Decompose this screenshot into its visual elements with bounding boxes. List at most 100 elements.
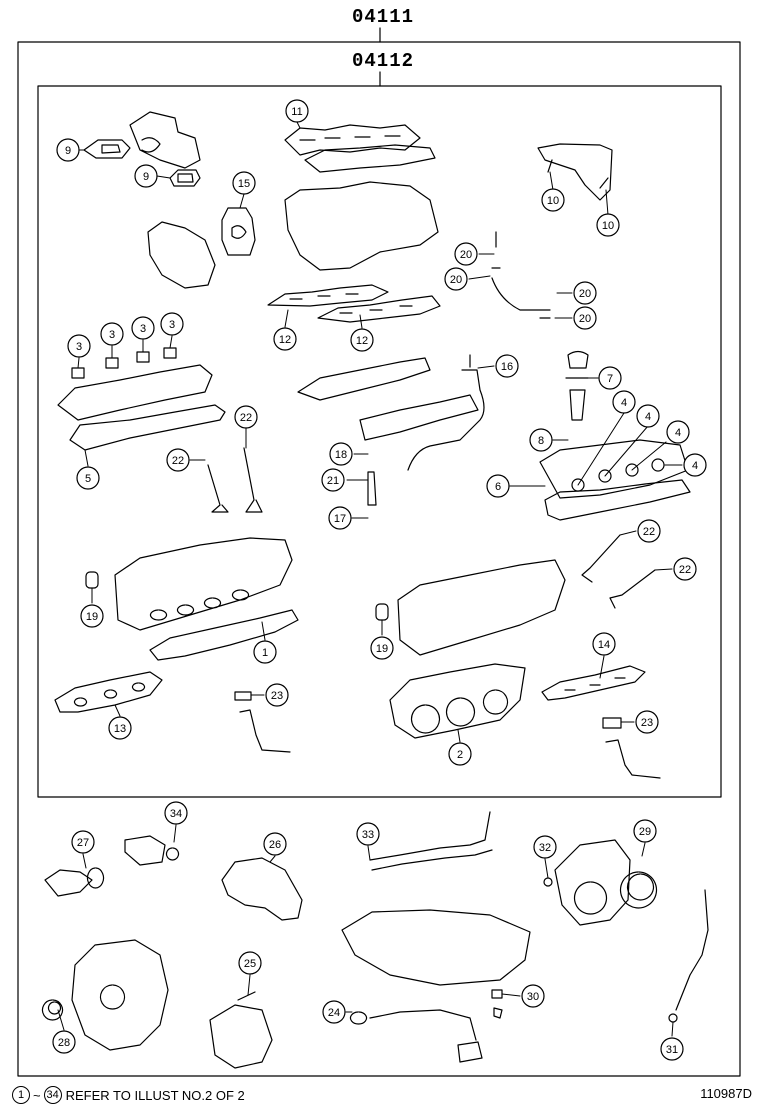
gasket-1	[149, 609, 299, 661]
callout-4-c4b: 4	[636, 404, 660, 428]
kit-number-inner: 04112	[352, 50, 415, 72]
footer-range-end: 34	[43, 1086, 62, 1104]
leader-22d	[654, 568, 673, 571]
leader-4a	[577, 412, 625, 486]
part-32	[543, 877, 553, 887]
callout-circle	[350, 328, 374, 352]
callout-number: 21	[327, 475, 339, 487]
callout-circle	[529, 428, 553, 452]
leader-4c	[631, 441, 667, 471]
callout-circle	[56, 138, 80, 162]
callout-circle	[134, 164, 158, 188]
leader-12b	[359, 314, 363, 329]
callout-14-c14: 14	[592, 632, 616, 656]
callout-number: 25	[244, 958, 256, 970]
leader-13	[114, 704, 121, 717]
callout-3-c3b: 3	[100, 322, 124, 346]
callout-number: 22	[643, 526, 655, 538]
callout-circle	[673, 557, 697, 581]
callout-number: 22	[679, 564, 691, 576]
leader-3a	[77, 357, 80, 369]
callout-number: 6	[495, 481, 501, 493]
oil-pan-sketch	[341, 909, 531, 986]
oring-31	[668, 1013, 678, 1023]
part-sketches	[41, 111, 709, 1069]
callout-number: 10	[602, 220, 614, 232]
callout-number: 27	[77, 837, 89, 849]
leader-1	[261, 621, 266, 641]
callout-circle	[370, 636, 394, 660]
leader-31	[671, 1021, 674, 1037]
callout-number: 17	[334, 513, 346, 525]
valve-22-d	[609, 569, 656, 609]
seal-3-b	[105, 357, 119, 369]
leader-26	[269, 855, 276, 863]
callout-number: 23	[271, 690, 283, 702]
callout-circle	[76, 466, 100, 490]
callout-number: 29	[639, 826, 651, 838]
callout-6-c6: 6	[486, 474, 510, 498]
strainer-24	[349, 1009, 483, 1063]
leader-11	[296, 121, 301, 129]
callout-12-c12b: 12	[350, 328, 374, 352]
callout-18-c18: 18	[329, 442, 353, 466]
leader-16	[477, 365, 495, 369]
footer-range-sep: ~	[33, 1087, 41, 1103]
valve-22-a	[207, 464, 229, 513]
callout-4-c4d: 4	[683, 453, 707, 477]
callout-circle	[598, 366, 622, 390]
callout-24-c24: 24	[322, 1000, 346, 1024]
cylinder-head-left	[114, 537, 293, 631]
gasket-5	[69, 404, 226, 451]
callout-number: 9	[65, 145, 71, 157]
callout-number: 9	[143, 171, 149, 183]
seal-19-left	[85, 571, 99, 589]
pipe-33	[369, 811, 493, 871]
callout-27-c27: 27	[71, 830, 95, 854]
callout-10-c10a: 10	[541, 188, 565, 212]
callout-number: 4	[621, 397, 627, 409]
callout-circle	[573, 281, 597, 305]
callout-circle	[321, 468, 345, 492]
callout-number: 28	[58, 1037, 70, 1049]
callout-2-c2: 2	[448, 742, 472, 766]
callout-circle	[454, 242, 478, 266]
valve-cover-right	[539, 439, 689, 499]
leader-34	[173, 824, 177, 843]
callout-circle	[635, 710, 659, 734]
callout-number: 3	[140, 323, 146, 335]
cylinder-head-right	[397, 559, 566, 656]
timing-cover-sketch	[71, 939, 169, 1051]
callout-circle	[67, 334, 91, 358]
callout-circle	[660, 1037, 684, 1061]
callout-3-c3d: 3	[160, 312, 184, 336]
leader-15	[239, 193, 245, 209]
gasket-9-upper	[83, 139, 131, 159]
valve-22-c	[581, 534, 621, 583]
leader-28	[57, 1009, 65, 1031]
callout-circle	[573, 306, 597, 330]
part-21-sketch	[367, 471, 377, 506]
gasket-9-lower	[169, 169, 201, 187]
manifold-sketch-left	[147, 221, 216, 289]
callout-circle	[636, 404, 660, 428]
callout-circle	[164, 801, 188, 825]
leader-2	[457, 729, 461, 743]
callout-number: 19	[86, 611, 98, 623]
callout-circle	[328, 506, 352, 530]
gasket-12-right	[317, 295, 441, 323]
gasket-13	[54, 671, 163, 713]
callout-23-c23a: 23	[265, 683, 289, 707]
callout-circle	[52, 1030, 76, 1054]
leader-5	[84, 449, 89, 467]
callout-30-c30: 30	[521, 984, 545, 1008]
part-30-sketch	[491, 989, 503, 1019]
callout-circle	[356, 822, 380, 846]
callout-number: 3	[169, 319, 175, 331]
callout-19-c19a: 19	[80, 604, 104, 628]
part-34-sketch	[124, 835, 180, 866]
callout-number: 11	[291, 106, 302, 118]
callout-19-c19b: 19	[370, 636, 394, 660]
